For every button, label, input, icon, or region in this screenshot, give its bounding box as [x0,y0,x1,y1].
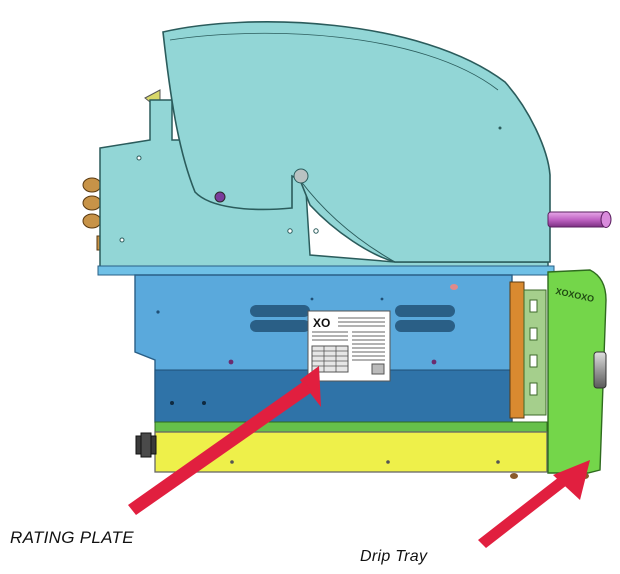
rating-plate-arrow [128,366,321,515]
end-panel [547,269,607,474]
rating-plate: XO [307,310,391,382]
grill-hood [162,21,551,263]
gas-connector [135,432,157,458]
side-knob [593,351,607,389]
body-rail [97,265,555,276]
left-vents [250,305,310,332]
right-vents [395,305,455,332]
rating-plate-label: RATING PLATE [10,528,134,547]
side-bracket [509,281,525,419]
drip-tray-label: Drip Tray [360,548,428,565]
base-green-strip [154,421,548,433]
rating-plate-brand: XO [313,316,330,330]
hood-handle [547,211,612,228]
hinge-bolt [293,168,309,184]
drip-tray-arrow [478,460,590,548]
hood-pivot [214,191,226,203]
